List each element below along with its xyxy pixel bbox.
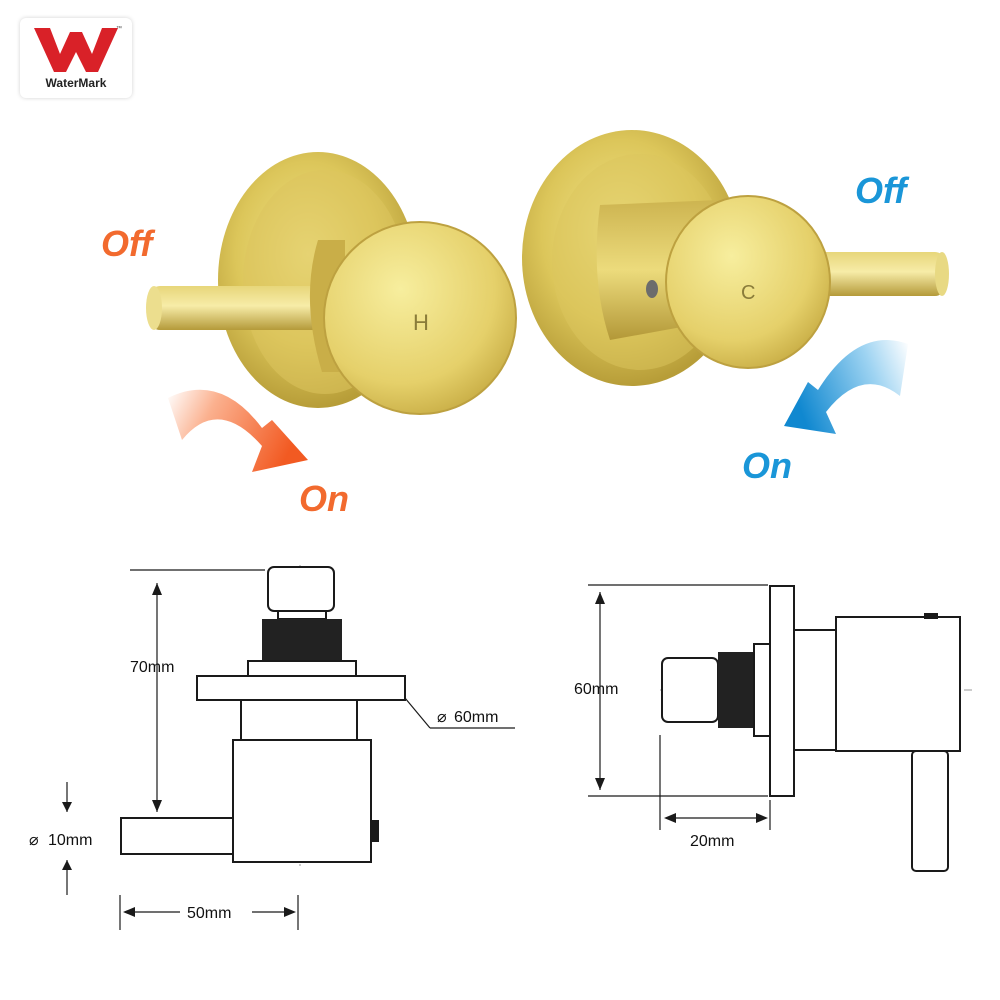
- side-view-drawing: 60mm 20mm: [574, 584, 975, 872]
- height-dimension-label: 70mm: [130, 659, 174, 676]
- cold-off-label: Off: [855, 170, 909, 211]
- cold-cap-letter: C: [741, 282, 755, 304]
- watermark-w-icon: ™: [34, 25, 122, 72]
- spindle-depth-label: 20mm: [690, 833, 734, 850]
- diameter-symbol-icon: ⌀: [437, 709, 447, 726]
- hot-off-label: Off: [101, 223, 155, 264]
- diameter-symbol-icon: ⌀: [29, 832, 39, 849]
- cold-tap-handle: [522, 130, 949, 386]
- watermark-logo: ™ WaterMark: [20, 18, 132, 98]
- logo-brand-text: WaterMark: [45, 76, 107, 90]
- side-height-label: 60mm: [574, 681, 618, 698]
- hot-cap-letter: H: [413, 310, 429, 335]
- front-view-drawing: 70mm 60mm ⌀ 10mm ⌀ 50mm: [29, 565, 515, 930]
- plate-diameter-label: 60mm: [454, 709, 498, 726]
- lever-length-label: 50mm: [187, 905, 231, 922]
- hot-tap-handle: [146, 152, 517, 415]
- svg-text:™: ™: [116, 25, 122, 32]
- cold-on-arrow-icon: [784, 340, 908, 434]
- hot-on-arrow-icon: [168, 389, 308, 472]
- lever-diameter-label: 10mm: [48, 832, 92, 849]
- cold-on-label: On: [742, 445, 792, 486]
- hot-on-label: On: [299, 478, 349, 519]
